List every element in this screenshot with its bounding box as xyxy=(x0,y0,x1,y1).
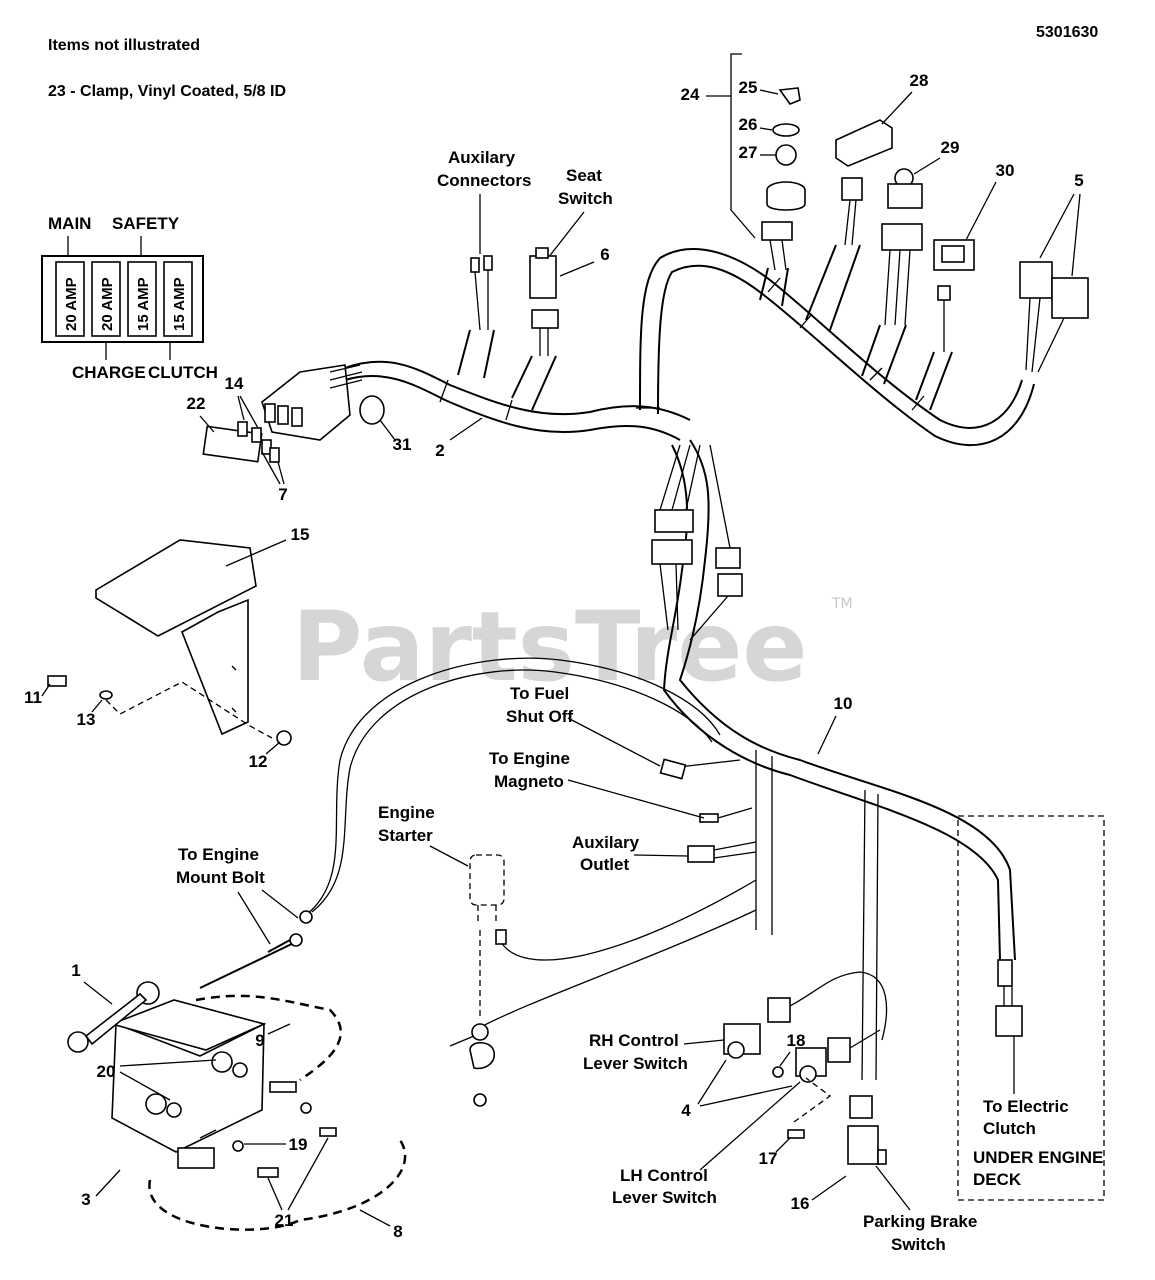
callout-20: 20 xyxy=(97,1062,116,1081)
fuse-3: 15 AMP xyxy=(135,277,152,331)
label-to-fuel-shut-off-2: Shut Off xyxy=(506,707,573,726)
callout-30: 30 xyxy=(996,161,1015,180)
callout-26: 26 xyxy=(739,115,758,134)
callout-21: 21 xyxy=(275,1211,294,1230)
fuse-4: 15 AMP xyxy=(171,277,188,331)
label-to-fuel-shut-off-1: To Fuel xyxy=(510,684,569,703)
label-aux-connectors-1: Auxilary xyxy=(448,148,516,167)
main-harness xyxy=(261,248,1035,447)
callout-27: 27 xyxy=(739,143,758,162)
ignition-group xyxy=(706,53,806,307)
fuse-parts xyxy=(202,395,396,463)
callout-10: 10 xyxy=(834,694,853,713)
callout-2: 2 xyxy=(435,441,444,460)
switch-29 xyxy=(861,168,923,385)
callout-1: 1 xyxy=(71,961,80,980)
harness-10 xyxy=(651,439,1016,1081)
label-seat-switch-1: Seat xyxy=(566,166,602,185)
notes-heading: Items not illustrated xyxy=(48,37,200,54)
seat-switch: Seat Switch xyxy=(511,166,613,411)
label-engine-starter-1: Engine xyxy=(378,803,435,822)
battery-group xyxy=(109,910,407,1231)
label-rh-control-lever-switch-1: RH Control xyxy=(589,1031,679,1050)
label-to-engine-mount-bolt-1: To Engine xyxy=(178,845,259,864)
callout-4: 4 xyxy=(681,1101,691,1120)
callout-14: 14 xyxy=(225,374,244,393)
label-seat-switch-2: Switch xyxy=(558,189,613,208)
fuse-label-safety: SAFETY xyxy=(112,214,180,233)
fuse-label-charge: CHARGE xyxy=(72,363,146,382)
callout-3: 3 xyxy=(81,1190,90,1209)
watermark-tm: TM xyxy=(831,596,853,612)
callout-8: 8 xyxy=(393,1222,402,1241)
callout-31: 31 xyxy=(393,435,412,454)
label-rh-control-lever-switch-2: Lever Switch xyxy=(583,1054,688,1073)
label-aux-connectors-2: Connectors xyxy=(437,171,531,190)
fuse-block: MAIN SAFETY 20 AMP 20 AMP 15 AMP 15 AMP … xyxy=(41,214,218,382)
callout-24: 24 xyxy=(681,85,700,104)
label-parking-brake-switch-1: Parking Brake xyxy=(863,1212,977,1231)
callout-29: 29 xyxy=(941,138,960,157)
diagram-number: 5301630 xyxy=(1036,24,1098,41)
watermark: PartsTree xyxy=(292,591,807,703)
label-to-electric-clutch-2: Clutch xyxy=(983,1119,1036,1138)
part-1-strap xyxy=(67,981,160,1053)
callout-19: 19 xyxy=(289,1135,308,1154)
control-lever-switches xyxy=(723,971,888,1165)
fuse-2: 20 AMP xyxy=(99,277,116,331)
relay-28 xyxy=(805,119,893,331)
label-parking-brake-switch-2: Switch xyxy=(891,1235,946,1254)
callout-11: 11 xyxy=(24,688,42,707)
aux-connectors: Auxilary Connectors xyxy=(437,148,531,379)
label-under-engine-deck-1: UNDER ENGINE xyxy=(973,1148,1103,1167)
callout-7: 7 xyxy=(278,485,287,504)
engine-starter xyxy=(449,854,507,1107)
callout-15: 15 xyxy=(291,525,310,544)
fuse-1: 20 AMP xyxy=(63,277,80,331)
fuse-label-main: MAIN xyxy=(48,214,91,233)
bracket-15 xyxy=(47,539,292,746)
callout-9: 9 xyxy=(255,1031,264,1050)
hour-meter-30 xyxy=(915,239,975,411)
label-lh-control-lever-switch-2: Lever Switch xyxy=(612,1188,717,1207)
callout-22: 22 xyxy=(187,394,206,413)
callout-28: 28 xyxy=(910,71,929,90)
callout-6: 6 xyxy=(600,245,609,264)
callout-16: 16 xyxy=(791,1194,810,1213)
callout-5: 5 xyxy=(1074,171,1083,190)
label-to-engine-mount-bolt-2: Mount Bolt xyxy=(176,868,265,887)
label-engine-starter-2: Starter xyxy=(378,826,433,845)
fuse-label-clutch: CLUTCH xyxy=(148,363,218,382)
callout-13: 13 xyxy=(77,710,96,729)
callout-18: 18 xyxy=(787,1031,806,1050)
note-item-23: 23 - Clamp, Vinyl Coated, 5/8 ID xyxy=(48,83,286,100)
callout-25: 25 xyxy=(739,78,758,97)
engine-cables xyxy=(305,657,757,1031)
label-to-engine-magneto-1: To Engine xyxy=(489,749,570,768)
label-auxilary-outlet-2: Outlet xyxy=(580,855,629,874)
label-under-engine-deck-2: DECK xyxy=(973,1170,1022,1189)
label-lh-control-lever-switch-1: LH Control xyxy=(620,1166,708,1185)
label-to-engine-magneto-2: Magneto xyxy=(494,772,564,791)
label-to-electric-clutch-1: To Electric xyxy=(983,1097,1069,1116)
under-engine-deck-box: To Electric Clutch UNDER ENGINE DECK xyxy=(957,815,1105,1201)
label-auxilary-outlet-1: Auxilary xyxy=(572,833,640,852)
callout-17: 17 xyxy=(759,1149,778,1168)
callouts: 1 2 3 4 5 6 7 8 9 10 11 12 13 14 15 16 xyxy=(24,71,1084,1241)
relays-5 xyxy=(1019,261,1089,373)
callout-12: 12 xyxy=(249,752,268,771)
